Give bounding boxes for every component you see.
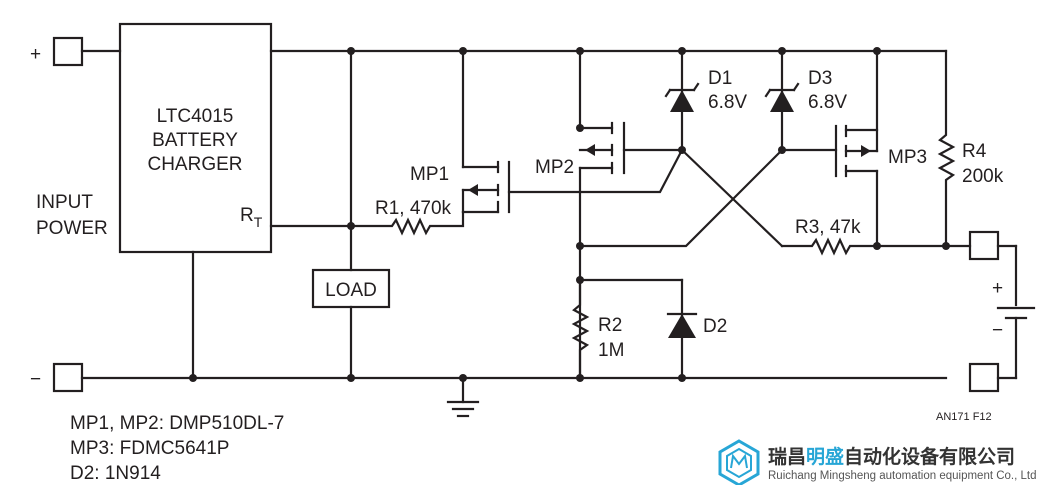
charger-label-line1: LTC4015 xyxy=(157,106,234,127)
d2-label: D2 xyxy=(703,316,727,337)
d1-zener-diode xyxy=(670,90,694,112)
charger-label-line2: BATTERY xyxy=(152,130,238,151)
watermark-company-name-en: Ruichang Mingsheng automation equipment … xyxy=(768,470,1037,482)
d3-zener-diode xyxy=(770,90,794,112)
r3-label: R3, 47k xyxy=(795,217,861,238)
d1-value-label: 6.8V xyxy=(708,92,747,113)
d1-name-label: D1 xyxy=(708,68,732,89)
d3-name-label: D3 xyxy=(808,68,832,89)
input-power-label-line1: INPUT xyxy=(36,192,93,213)
figure-id-label: AN171 F12 xyxy=(936,411,992,423)
company-logo-icon xyxy=(718,439,760,485)
charger-block xyxy=(118,22,273,254)
input-plus-label: + xyxy=(30,44,41,65)
battery-plus-label: + xyxy=(992,278,1003,299)
parts-list-line3: D2: 1N914 xyxy=(70,463,161,484)
input-power-label-line2: POWER xyxy=(36,218,108,239)
d2-diode xyxy=(668,314,696,338)
r4-value-label: 200k xyxy=(962,166,1004,187)
mp3-label: MP3 xyxy=(888,147,927,168)
charger-label-line3: CHARGER xyxy=(147,154,242,175)
battery-minus-terminal xyxy=(968,362,1000,393)
d3-value-label: 6.8V xyxy=(808,92,847,113)
r1-label: R1, 470k xyxy=(375,198,452,219)
battery-plus-terminal xyxy=(968,230,1000,261)
input-minus-terminal xyxy=(52,362,84,393)
watermark-company-name: 瑞昌明盛自动化设备有限公司 xyxy=(768,445,1015,468)
input-plus-terminal xyxy=(52,36,84,67)
input-minus-label: − xyxy=(30,369,41,390)
parts-list-line2: MP3: FDMC5641P xyxy=(70,438,229,459)
r4-name-label: R4 xyxy=(962,141,987,162)
r2-value-label: 1M xyxy=(598,340,624,361)
load-label: LOAD xyxy=(325,280,377,301)
mp2-label: MP2 xyxy=(535,157,574,178)
r2-name-label: R2 xyxy=(598,315,622,336)
mp1-label: MP1 xyxy=(410,164,449,185)
rt-pin-label: RT xyxy=(240,205,263,230)
parts-list-line1: MP1, MP2: DMP510DL-7 xyxy=(70,413,284,434)
battery-minus-label: − xyxy=(992,320,1003,341)
